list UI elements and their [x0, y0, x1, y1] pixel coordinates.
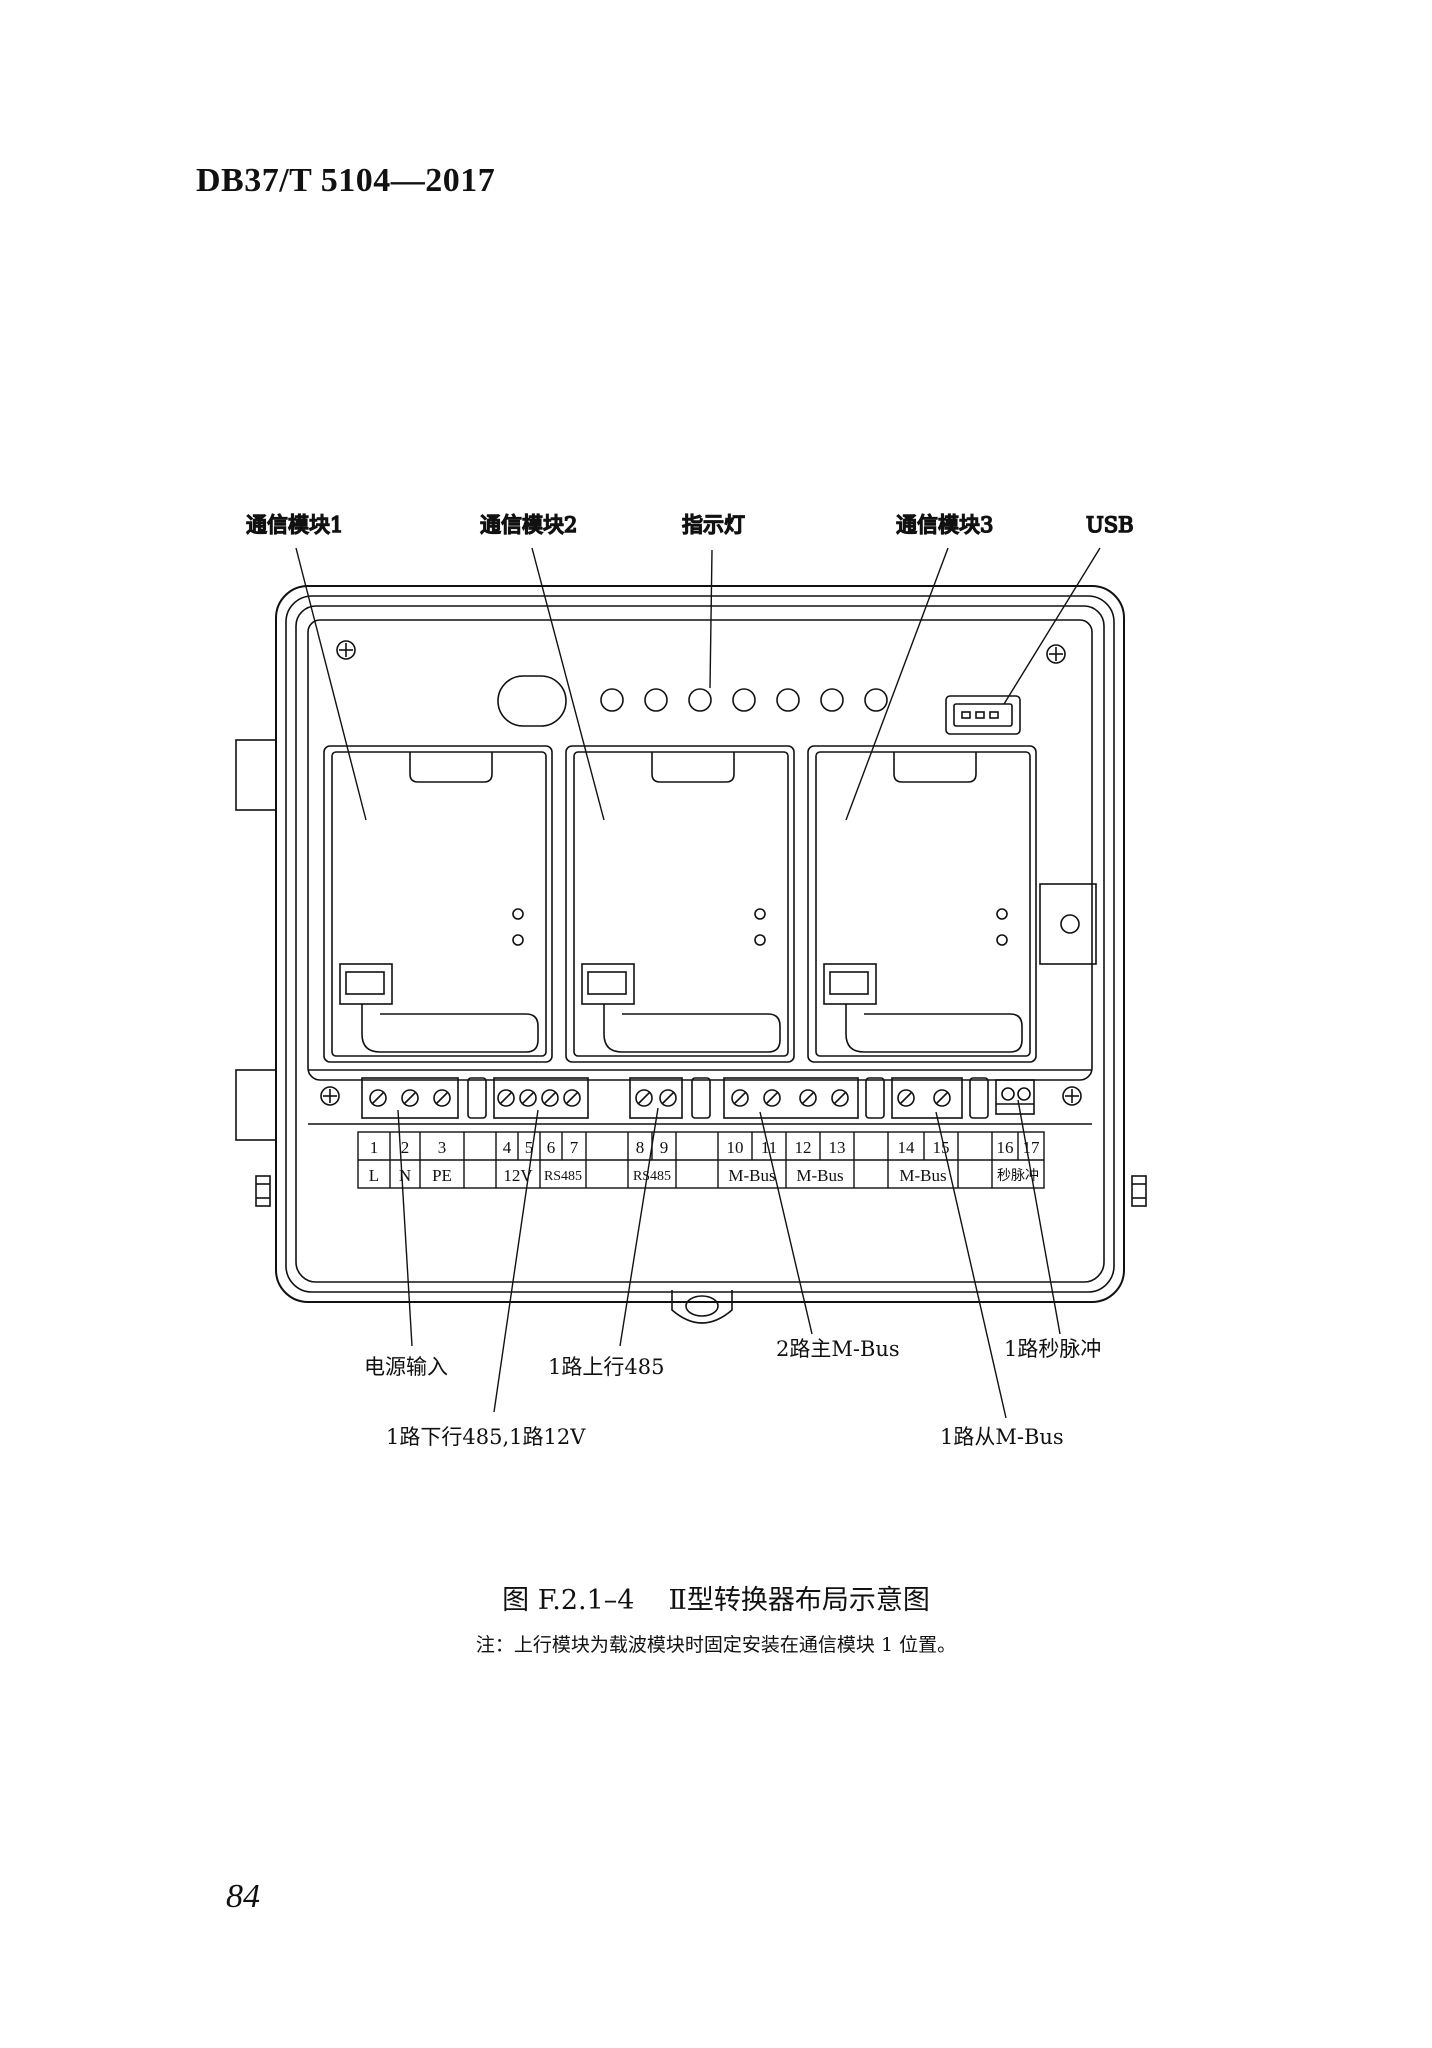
terminal-number: 1 — [370, 1138, 379, 1157]
terminal-function: 秒脉冲 — [997, 1168, 1039, 1184]
terminal-number: 3 — [438, 1138, 447, 1157]
terminal-function: L — [369, 1166, 379, 1185]
comm-module-1 — [323, 745, 553, 1063]
terminal-number: 16 — [997, 1138, 1014, 1157]
terminal-number: 5 — [525, 1138, 534, 1157]
screw-icon — [336, 640, 356, 660]
terminal-function: N — [399, 1166, 411, 1185]
terminal-number: 10 — [727, 1138, 744, 1157]
terminal-function: RS485 — [544, 1169, 582, 1184]
terminal-number: 7 — [570, 1138, 579, 1157]
label-module-2: 通信模块2 — [480, 513, 577, 537]
terminal-numbers: 1 2 3 4 5 6 7 8 9 10 11 12 13 14 15 16 1… — [370, 1138, 1040, 1157]
terminal-functions: L N PE 12V RS485 RS485 M-Bus M-Bus M-Bus… — [369, 1166, 1039, 1185]
terminal-number: 6 — [547, 1138, 556, 1157]
label-module-1: 通信模块1 — [246, 513, 343, 537]
terminal-function: PE — [432, 1166, 452, 1185]
terminal-number: 14 — [898, 1138, 916, 1157]
terminal-function: M-Bus — [728, 1166, 775, 1185]
label-uplink: 1路上行485 — [548, 1355, 664, 1379]
label-pulse: 1路秒脉冲 — [1004, 1337, 1101, 1361]
comm-module-3 — [807, 745, 1037, 1063]
label-slave-mbus: 1路从M-Bus — [940, 1425, 1064, 1449]
indicator-leds — [600, 688, 888, 712]
oval-window — [497, 675, 567, 727]
terminal-number: 8 — [636, 1138, 645, 1157]
label-downlink: 1路下行485,1路12V — [386, 1425, 586, 1449]
top-panel — [336, 640, 1066, 735]
terminal-number: 11 — [761, 1138, 777, 1157]
comm-module-2 — [565, 745, 795, 1063]
page-number: 84 — [226, 1878, 260, 1915]
label-usb: USB — [1086, 513, 1134, 537]
label-power-input: 电源输入 — [364, 1355, 448, 1379]
terminal-strip — [308, 1069, 1092, 1125]
figure-note: 注：上行模块为载波模块时固定安装在通信模块 1 位置。 — [475, 1634, 957, 1656]
terminal-number: 17 — [1023, 1138, 1041, 1157]
terminal-table — [357, 1131, 1045, 1189]
terminal-number: 12 — [795, 1138, 812, 1157]
terminal-function: M-Bus — [899, 1166, 946, 1185]
label-module-3: 通信模块3 — [896, 513, 993, 537]
figure-number: 图 F.2.1–4 — [502, 1585, 635, 1616]
terminal-number: 2 — [401, 1138, 410, 1157]
terminal-function: 12V — [503, 1166, 533, 1185]
terminal-function: RS485 — [633, 1169, 671, 1184]
usb-port-icon — [945, 695, 1021, 735]
terminal-number: 13 — [829, 1138, 846, 1157]
figure-title: Ⅱ型转换器布局示意图 — [668, 1585, 930, 1616]
terminal-number: 9 — [660, 1138, 669, 1157]
terminal-function: M-Bus — [796, 1166, 843, 1185]
enclosure — [235, 585, 1147, 1324]
leader-lines — [295, 547, 1101, 1419]
standard-code: DB37/T 5104—2017 — [196, 162, 496, 199]
label-master-mbus: 2路主M-Bus — [776, 1337, 900, 1361]
screw-icon — [320, 1086, 340, 1106]
figure-caption: 图 F.2.1–4 Ⅱ型转换器布局示意图 — [0, 1578, 1432, 1617]
screw-icon — [1046, 644, 1066, 664]
label-indicator: 指示灯 — [682, 513, 745, 537]
terminal-number: 4 — [503, 1138, 512, 1157]
terminal-number: 15 — [933, 1138, 950, 1157]
screw-icon — [1062, 1086, 1082, 1106]
